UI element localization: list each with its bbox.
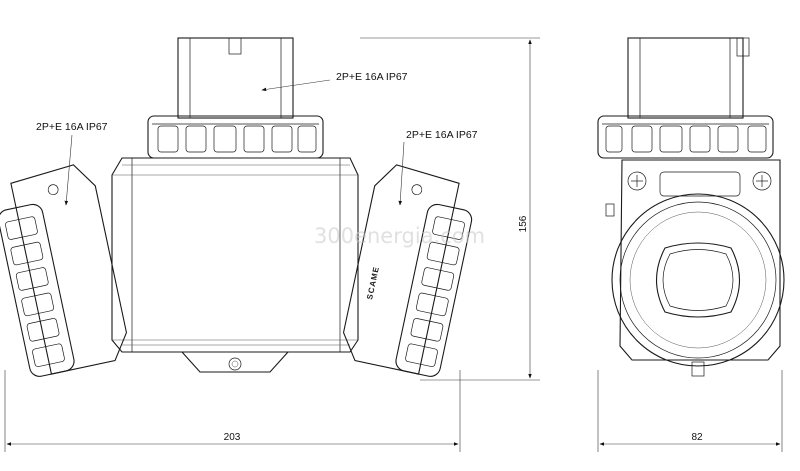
leader-top (261, 79, 331, 92)
main-body (111, 157, 359, 373)
dim-height-value: 156 (518, 215, 529, 232)
top-plug (147, 37, 324, 159)
leader-right (398, 141, 405, 206)
label-right-socket: 2P+E 16A IP67 (406, 129, 478, 141)
dim-width-side-value: 82 (691, 432, 703, 443)
right-socket (342, 164, 473, 377)
side-view (597, 37, 785, 377)
dimension-width-front: 203 (4, 370, 461, 452)
left-socket (0, 164, 128, 377)
dimension-width-side: 82 (597, 370, 783, 452)
dim-width-front-value: 203 (224, 432, 241, 443)
watermark: 300energia.com (314, 224, 485, 248)
leader-left (64, 134, 73, 206)
dimension-height: 156 (360, 37, 540, 381)
label-top-plug: 2P+E 16A IP67 (336, 71, 408, 83)
brand-mark: SCAME (365, 265, 381, 300)
front-view: SCAME (0, 37, 473, 377)
label-left-socket: 2P+E 16A IP67 (36, 121, 108, 133)
